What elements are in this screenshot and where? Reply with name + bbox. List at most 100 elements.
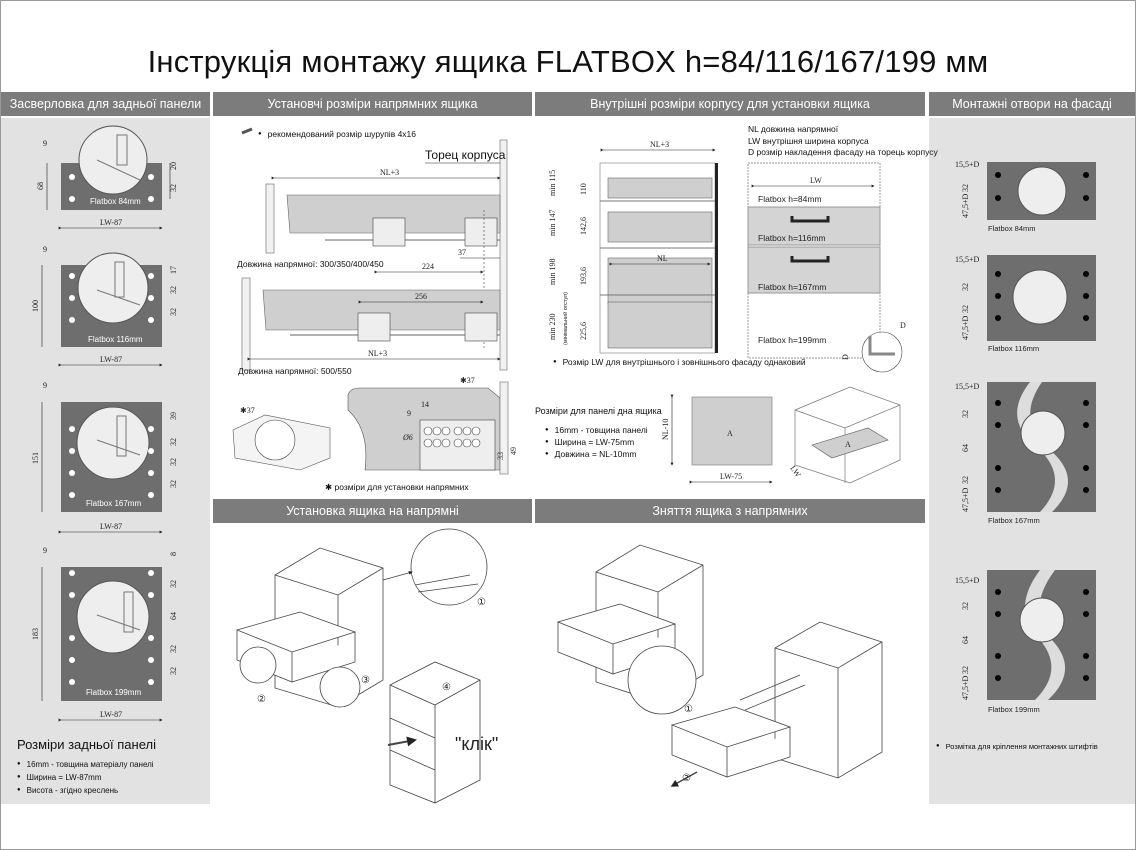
svg-text:33: 33 xyxy=(496,452,505,460)
svg-text:32: 32 xyxy=(961,666,970,674)
svg-text:A: A xyxy=(727,429,733,438)
back-panel-84: 9 68 20 32 LW-87 Flatbox 84mm xyxy=(36,125,178,230)
svg-text:LW: LW xyxy=(810,176,822,185)
svg-text:LW-87: LW-87 xyxy=(100,522,122,531)
back-note: Висота - згідно креслень xyxy=(17,784,154,797)
bottom-panel-title: Розміри для панелі дна ящика xyxy=(535,406,662,416)
facade-note: Розмітка для кріплення монтажних штифтів xyxy=(945,742,1098,751)
svg-text:Flatbox 167mm: Flatbox 167mm xyxy=(988,516,1040,525)
facade-panels: 15,5+D 32 47,5+D Flatbox 84mm 15,5+D 32 … xyxy=(955,160,1096,714)
svg-text:NL+3: NL+3 xyxy=(368,349,387,358)
svg-text:9: 9 xyxy=(43,381,47,390)
svg-text:D: D xyxy=(900,321,906,330)
svg-text:256: 256 xyxy=(415,292,427,301)
svg-text:17: 17 xyxy=(169,266,178,274)
header-remove: Зняття ящика з напрямних xyxy=(535,499,925,523)
svg-text:64: 64 xyxy=(169,612,178,620)
rail-footnote: ✱ розміри для установки напрямних xyxy=(325,482,469,492)
svg-text:Flatbox h=84mm: Flatbox h=84mm xyxy=(758,194,822,204)
svg-text:min 198: min 198 xyxy=(548,259,557,285)
rail-length-long: Довжина напрямної: 500/550 xyxy=(238,366,352,376)
svg-text:32: 32 xyxy=(169,645,178,653)
svg-text:225,6: 225,6 xyxy=(579,322,588,340)
svg-text:①: ① xyxy=(684,704,693,715)
svg-text:①: ① xyxy=(477,597,486,608)
back-note: Ширина = LW-87mm xyxy=(17,771,154,784)
svg-text:32: 32 xyxy=(169,580,178,588)
svg-text:68: 68 xyxy=(36,182,45,190)
lw-note: Розмір LW для внутрішнього і зовнішнього… xyxy=(562,357,806,367)
svg-text:④: ④ xyxy=(442,682,451,693)
back-note: 16mm - товщина матеріалу панелі xyxy=(17,758,154,771)
svg-text:✱37: ✱37 xyxy=(460,376,475,385)
svg-text:②: ② xyxy=(257,694,266,705)
svg-text:LW-87: LW-87 xyxy=(100,218,122,227)
svg-text:"клік": "клік" xyxy=(455,734,498,754)
svg-text:D: D xyxy=(841,354,850,360)
svg-text:37: 37 xyxy=(458,248,466,257)
back-panel-116: 9 100 17 32 32 LW-87 Flatbox 116mm xyxy=(31,245,178,367)
screw-note-text: рекомендований розмір шурупів 4x16 xyxy=(267,129,417,139)
svg-text:32: 32 xyxy=(961,305,970,313)
svg-text:32: 32 xyxy=(961,476,970,484)
svg-text:142,6: 142,6 xyxy=(579,217,588,235)
svg-text:Flatbox 84mm: Flatbox 84mm xyxy=(988,224,1036,233)
svg-text:NL+3: NL+3 xyxy=(380,168,399,177)
svg-text:NL: NL xyxy=(657,254,668,263)
inner-dims-diagram: NL+3 min 115 min 147 min 198 min 230 (мі… xyxy=(548,140,906,484)
svg-text:9: 9 xyxy=(43,546,47,555)
svg-text:LW-87: LW-87 xyxy=(100,710,122,719)
header-rail-dims: Установчі розміри напрямних ящика xyxy=(213,92,532,116)
screw-note: рекомендований розмір шурупів 4x16 xyxy=(258,129,416,139)
svg-text:47,5+D: 47,5+D xyxy=(961,193,970,218)
svg-text:32: 32 xyxy=(961,184,970,192)
svg-text:47,5+D: 47,5+D xyxy=(961,487,970,512)
rail-length-short: Довжина напрямної: 300/350/400/450 xyxy=(237,259,384,269)
svg-text:LW: LW xyxy=(788,464,802,479)
svg-text:110: 110 xyxy=(579,183,588,195)
header-install: Установка ящика на напрямні xyxy=(213,499,532,523)
bottom-panel-notes: 16mm - товщина панелі Ширина = LW-75mm Д… xyxy=(545,424,648,460)
svg-text:Ø6: Ø6 xyxy=(402,433,413,442)
svg-text:14: 14 xyxy=(421,400,429,409)
svg-text:193,6: 193,6 xyxy=(579,267,588,285)
bottom-note: Ширина = LW-75mm xyxy=(545,436,648,448)
svg-text:151: 151 xyxy=(31,452,40,464)
bottom-note: Довжина = NL-10mm xyxy=(545,448,648,460)
remove-diagram xyxy=(556,544,883,787)
svg-text:15,5+D: 15,5+D xyxy=(955,576,980,585)
svg-text:100: 100 xyxy=(31,300,40,312)
svg-text:49: 49 xyxy=(509,447,518,455)
svg-text:Flatbox h=167mm: Flatbox h=167mm xyxy=(758,282,826,292)
svg-text:32: 32 xyxy=(169,667,178,675)
svg-text:A: A xyxy=(845,440,851,449)
inner-legend: NL довжина напрямної LW внутрішня ширина… xyxy=(748,124,938,159)
cabinet-edge-label: Торец корпуса xyxy=(425,148,506,162)
svg-text:32: 32 xyxy=(961,283,970,291)
svg-text:183: 183 xyxy=(31,628,40,640)
svg-text:32: 32 xyxy=(169,438,178,446)
svg-text:39: 39 xyxy=(169,412,178,420)
header-inner-dims: Внутрішні розміри корпусу для установки … xyxy=(535,92,925,116)
back-panel-199: 9 183 8 32 64 32 32 LW-87 Flatbox 199mm xyxy=(31,546,178,722)
svg-text:32: 32 xyxy=(169,458,178,466)
svg-text:32: 32 xyxy=(169,184,178,192)
svg-text:32: 32 xyxy=(961,410,970,418)
svg-text:min 230: min 230 xyxy=(548,314,557,340)
svg-text:Flatbox 167mm: Flatbox 167mm xyxy=(86,499,141,508)
svg-text:32: 32 xyxy=(169,308,178,316)
svg-text:15,5+D: 15,5+D xyxy=(955,160,980,169)
install-diagram xyxy=(235,528,488,804)
back-panel-notes: 16mm - товщина матеріалу панелі Ширина =… xyxy=(17,758,154,797)
svg-text:Flatbox 199mm: Flatbox 199mm xyxy=(988,705,1040,714)
legend-nl: NL довжина напрямної xyxy=(748,124,839,134)
svg-text:32: 32 xyxy=(169,480,178,488)
svg-text:9: 9 xyxy=(43,139,47,148)
svg-text:Flatbox h=199mm: Flatbox h=199mm xyxy=(758,335,826,345)
header-back-panel: Засверловка для задньої панели xyxy=(1,92,210,116)
legend-lw: LW внутрішня ширина корпуса xyxy=(748,135,869,146)
svg-text:LW-75: LW-75 xyxy=(720,472,742,481)
svg-text:8: 8 xyxy=(169,552,178,556)
svg-text:LW-87: LW-87 xyxy=(100,355,122,364)
